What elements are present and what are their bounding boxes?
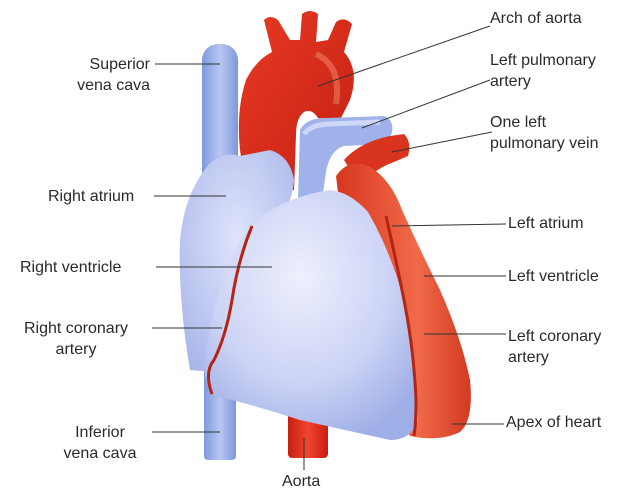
label-line: artery [490,71,596,92]
label-left-pulmonary-vein: One left pulmonary vein [490,112,599,154]
label-line: artery [508,347,601,368]
label-line: Left coronary [508,326,601,347]
label-superior-vena-cava: Superior vena cava [52,54,150,96]
label-line: Superior [52,54,150,75]
label-right-ventricle: Right ventricle [20,257,121,278]
label-left-pulmonary-artery: Left pulmonary artery [490,50,596,92]
label-left-ventricle: Left ventricle [508,266,599,287]
label-line: Left pulmonary [490,50,596,71]
label-left-coronary-artery: Left coronary artery [508,326,601,368]
label-arch-of-aorta: Arch of aorta [490,8,582,29]
label-line: pulmonary vein [490,133,599,154]
label-line: vena cava [52,75,150,96]
label-line: Inferior [50,422,150,443]
label-right-atrium: Right atrium [48,186,134,207]
label-line: vena cava [50,443,150,464]
label-line: One left [490,112,599,133]
label-left-atrium: Left atrium [508,213,584,234]
label-apex-of-heart: Apex of heart [506,412,601,433]
label-right-coronary-artery: Right coronary artery [4,318,148,360]
label-aorta: Aorta [282,471,320,492]
label-line: Right coronary [4,318,148,339]
label-line: artery [4,339,148,360]
label-inferior-vena-cava: Inferior vena cava [50,422,150,464]
